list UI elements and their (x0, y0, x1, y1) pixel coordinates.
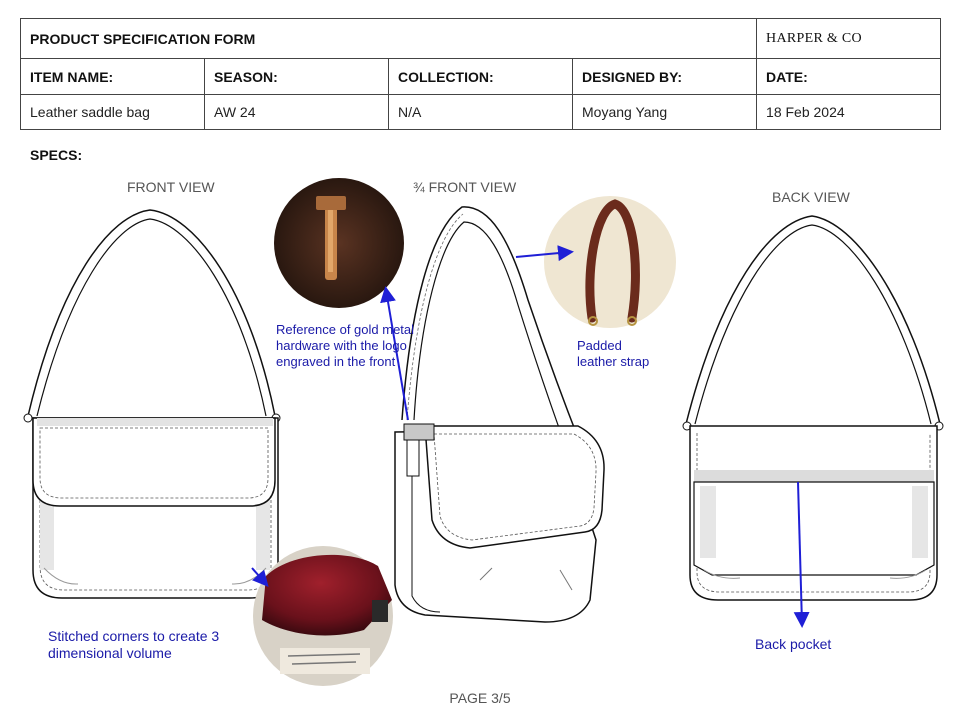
back-view-label: BACK VIEW (772, 189, 850, 205)
back-pocket-arrow (793, 481, 810, 628)
back-pocket-note: Back pocket (755, 636, 832, 652)
three-quarter-flap (424, 425, 605, 549)
corners-note: Stitched corners to create 3 dimensional… (48, 628, 219, 662)
corner-reference-photo (253, 546, 393, 686)
corners-note-line-2: dimensional volume (48, 645, 172, 661)
hardware-note-line-3: engraved in the front (276, 354, 396, 369)
item-name-value: Leather saddle bag (20, 94, 205, 130)
designed-by-value: Moyang Yang (571, 94, 758, 130)
season-value: AW 24 (204, 94, 389, 130)
three-quarter-view-label: ¾ FRONT VIEW (413, 179, 517, 195)
specs-label: SPECS: (30, 147, 83, 163)
hardware-note-line-2: hardware with the logo (276, 338, 407, 353)
page-number: PAGE 3/5 (449, 690, 511, 706)
front-view-bag (23, 209, 281, 599)
hardware-reference-photo (274, 178, 404, 308)
front-flap (32, 417, 276, 507)
back-strap (685, 215, 941, 425)
corners-note-line-1: Stitched corners to create 3 (48, 628, 220, 644)
date-label: DATE: (756, 58, 942, 95)
logo-tab (406, 439, 420, 477)
strap-arrow (515, 245, 574, 262)
designed-by-label: DESIGNED BY: (571, 58, 758, 95)
header-value-row: Leather saddle bag AW 24 N/A Moyang Yang… (20, 94, 942, 130)
strap-note-line-1: Padded (577, 338, 622, 353)
three-quarter-view-bag (394, 206, 605, 623)
strap-note: Padded leather strap (577, 338, 649, 370)
form-title: PRODUCT SPECIFICATION FORM (19, 18, 758, 59)
season-label: SEASON: (204, 58, 389, 95)
front-view-label: FRONT VIEW (127, 179, 215, 195)
hardware-arrow (380, 286, 409, 421)
header-table: PRODUCT SPECIFICATION FORM HARPER & CO I… (19, 18, 942, 130)
back-view-bag (682, 215, 944, 601)
three-quarter-strap (401, 206, 583, 449)
strap-reference-photo (544, 196, 676, 328)
back-pocket (693, 481, 935, 576)
corner-arrow (251, 567, 269, 588)
collection-value: N/A (388, 94, 573, 130)
header-title-row: PRODUCT SPECIFICATION FORM HARPER & CO (19, 18, 942, 59)
hardware-note: Reference of gold metal hardware with th… (276, 322, 414, 370)
strap-note-line-2: leather strap (577, 354, 650, 369)
front-strap (27, 209, 276, 417)
hardware-note-line-1: Reference of gold metal (276, 322, 415, 337)
header-label-row: ITEM NAME: SEASON: COLLECTION: DESIGNED … (20, 58, 942, 95)
date-value: 18 Feb 2024 (756, 94, 942, 130)
brand-name: HARPER & CO (756, 18, 942, 59)
